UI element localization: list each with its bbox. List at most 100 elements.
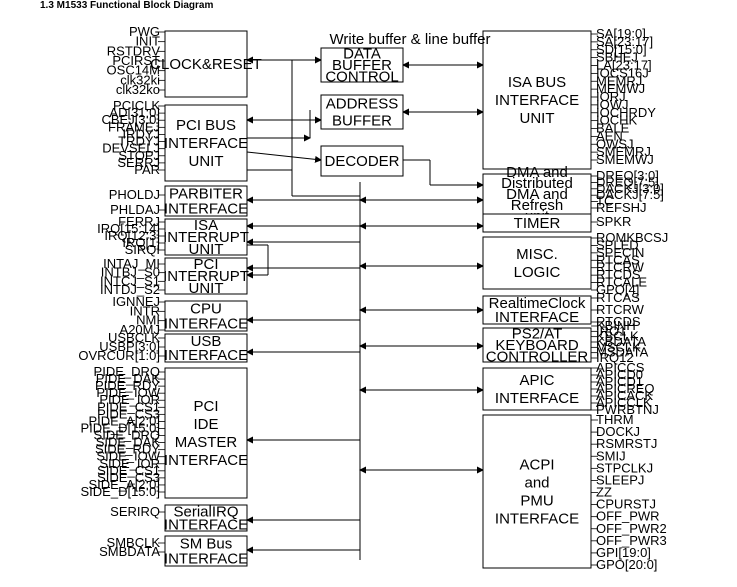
signal-label-right: IOCHRDY (596, 105, 656, 120)
block-label: DATA (343, 46, 381, 63)
signal-label-left: AD[31:0] (109, 105, 160, 120)
block-border (320, 145, 404, 177)
signal-label-right: RTCALE (596, 275, 647, 290)
signal-label-right: SA[23:17] (596, 34, 653, 49)
block-border (482, 30, 592, 170)
signal-label-left: INTCJ_S1 (100, 273, 160, 288)
signal-label-right: DACKJ[3:0] (596, 181, 664, 196)
signal-label-right: PWRBTNJ (596, 402, 659, 417)
signal-label-right: RTCDS (596, 314, 641, 329)
signal-label-right: APICD1 (596, 374, 643, 389)
block-label: MISC. (516, 246, 558, 263)
block-border (164, 300, 248, 332)
block-label: UNIT (189, 153, 224, 170)
block-label: INTERFACE (164, 201, 248, 218)
signal-label-right: IRQ12 (596, 350, 634, 365)
signal-label-right: BALE (596, 121, 630, 136)
block-label: SerialIRQ (173, 504, 238, 521)
connector (246, 151, 322, 163)
signal-label-right: OWSJ (596, 136, 634, 151)
signal-label-right: LA[23:17] (596, 58, 652, 73)
write-buffer-caption: Write buffer & line buffer (330, 31, 491, 48)
signal-label-right: RTCAS (596, 252, 640, 267)
signal-label-left: USBP[3:0] (99, 339, 160, 354)
block-label: RealtimeClock (489, 295, 586, 312)
signal-label-right: GPO[4] (596, 282, 639, 297)
signal-label-right: KBDATA (596, 334, 646, 349)
signal-label-right: SMEMWJ (596, 152, 654, 167)
signal-label-right: ROMKBCSJ (596, 230, 668, 245)
signal-label-left: OSC14M (107, 63, 160, 78)
signal-label-left: SIDE_DAK (96, 435, 161, 450)
block-border (164, 104, 248, 182)
block-label: DECODER (324, 153, 399, 170)
signal-label-left: SIDE_CS3 (97, 470, 160, 485)
block-label: Refresh (511, 197, 564, 214)
signal-label-right: RTCDS (596, 267, 641, 282)
block-label: ACPI (519, 457, 554, 474)
signal-label-right: RSMRSTJ (596, 436, 657, 451)
block-border (164, 333, 248, 363)
signal-label-left: SMBDATA (99, 544, 160, 559)
signal-label-left: FRAMEJ (108, 119, 160, 134)
block-border (482, 295, 592, 325)
block-border (320, 47, 404, 83)
block-border (482, 367, 592, 411)
block-label: and (524, 475, 549, 492)
block-label: PCI (193, 256, 218, 273)
connector-lines (158, 31, 598, 566)
signal-label-right: SBHEJ (596, 50, 638, 65)
signal-label-left: USBCLK (108, 330, 160, 345)
signal-label-left: PIDE_DRQ (94, 364, 160, 379)
signal-label-right: MEMRJ (596, 73, 642, 88)
block-label: MASTER (175, 434, 238, 451)
signal-label-right: SPKR (596, 214, 631, 229)
block-label: INTERFACE (495, 92, 579, 109)
block-label: USB (191, 333, 222, 350)
signal-label-right: MSCLK (596, 339, 641, 354)
signal-label-right: ZZ (596, 485, 612, 500)
signal-label-right: DREQ[7:5] (596, 174, 659, 189)
block-border (164, 218, 248, 256)
block-border (164, 367, 248, 499)
signal-label-right: RTCRW (596, 260, 645, 275)
block-label: ISA (194, 217, 218, 234)
block-border (482, 213, 592, 233)
block-label: PARBITER (169, 186, 243, 203)
block-label: CONTROL (325, 68, 398, 85)
signal-label-right: IOWJ (596, 97, 629, 112)
block-label: ISA BUS (508, 74, 566, 91)
block-label: Distributed (501, 175, 573, 192)
signal-label-left: STOPJ (118, 148, 160, 163)
block-label: PMU (520, 493, 553, 510)
signal-label-right: KBINH (596, 318, 636, 333)
block-label: ADDRESS (326, 96, 399, 113)
signal-label-left: SIDE_A[2:0] (88, 477, 160, 492)
signal-label-right: DREQ[3:0] (596, 168, 659, 183)
signal-label-left: SIRQI (125, 242, 160, 257)
block-label: DMA and (506, 186, 568, 203)
signal-label-left: IRQ[1] (122, 235, 160, 250)
signal-label-left: clk32ko (116, 82, 160, 97)
block-border (482, 414, 592, 569)
signal-label-left: PIDE_CS3 (97, 406, 160, 421)
signal-label-right: RTCRW (596, 302, 645, 317)
block-label: PS2/AT (512, 326, 563, 343)
signal-label-right: IORJ (596, 89, 626, 104)
block-label: CPU (190, 301, 222, 318)
signal-label-left: PIDE_DAK (96, 371, 161, 386)
block-label: INTERFACE (164, 347, 248, 364)
block-label: LOGIC (514, 264, 561, 281)
signal-label-left: INTR (130, 303, 160, 318)
block-border (164, 30, 248, 98)
signal-label-left: PIDE_IOR (99, 392, 160, 407)
